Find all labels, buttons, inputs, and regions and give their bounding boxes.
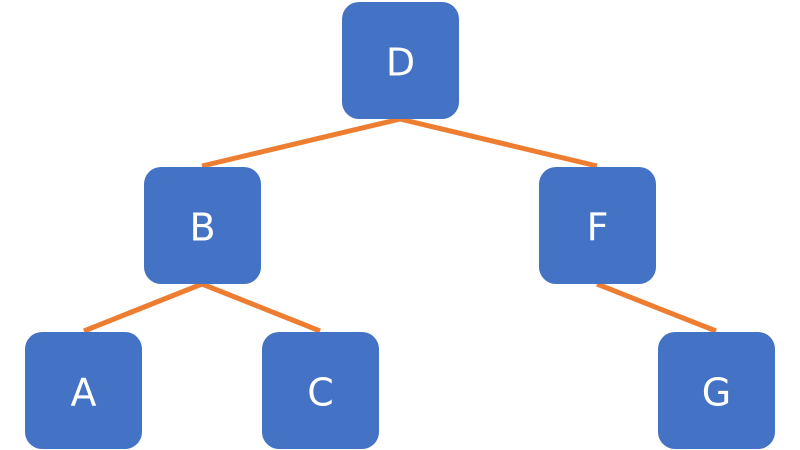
node-label-d: D	[386, 41, 415, 85]
edge-b-a	[83, 281, 203, 334]
node-box-c	[262, 332, 379, 449]
edge-f-g	[596, 281, 717, 334]
node-box-a	[25, 332, 142, 449]
node-label-g: G	[702, 371, 731, 415]
edge-d-f	[399, 116, 598, 169]
edge-b-c	[201, 281, 321, 334]
tree-node-g: G	[658, 332, 775, 449]
node-label-c: C	[307, 371, 334, 415]
node-label-f: F	[587, 206, 609, 250]
node-box-d	[342, 2, 459, 119]
node-layer: D B F A C G	[25, 2, 775, 449]
edge-layer	[83, 116, 717, 334]
node-label-b: B	[189, 206, 215, 250]
tree-node-b: B	[144, 167, 261, 284]
tree-node-f: F	[539, 167, 656, 284]
node-box-g	[658, 332, 775, 449]
node-box-f	[539, 167, 656, 284]
tree-node-a: A	[25, 332, 142, 449]
tree-node-d: D	[342, 2, 459, 119]
node-box-b	[144, 167, 261, 284]
node-label-a: A	[71, 371, 97, 415]
tree-node-c: C	[262, 332, 379, 449]
edge-d-b	[201, 116, 401, 169]
